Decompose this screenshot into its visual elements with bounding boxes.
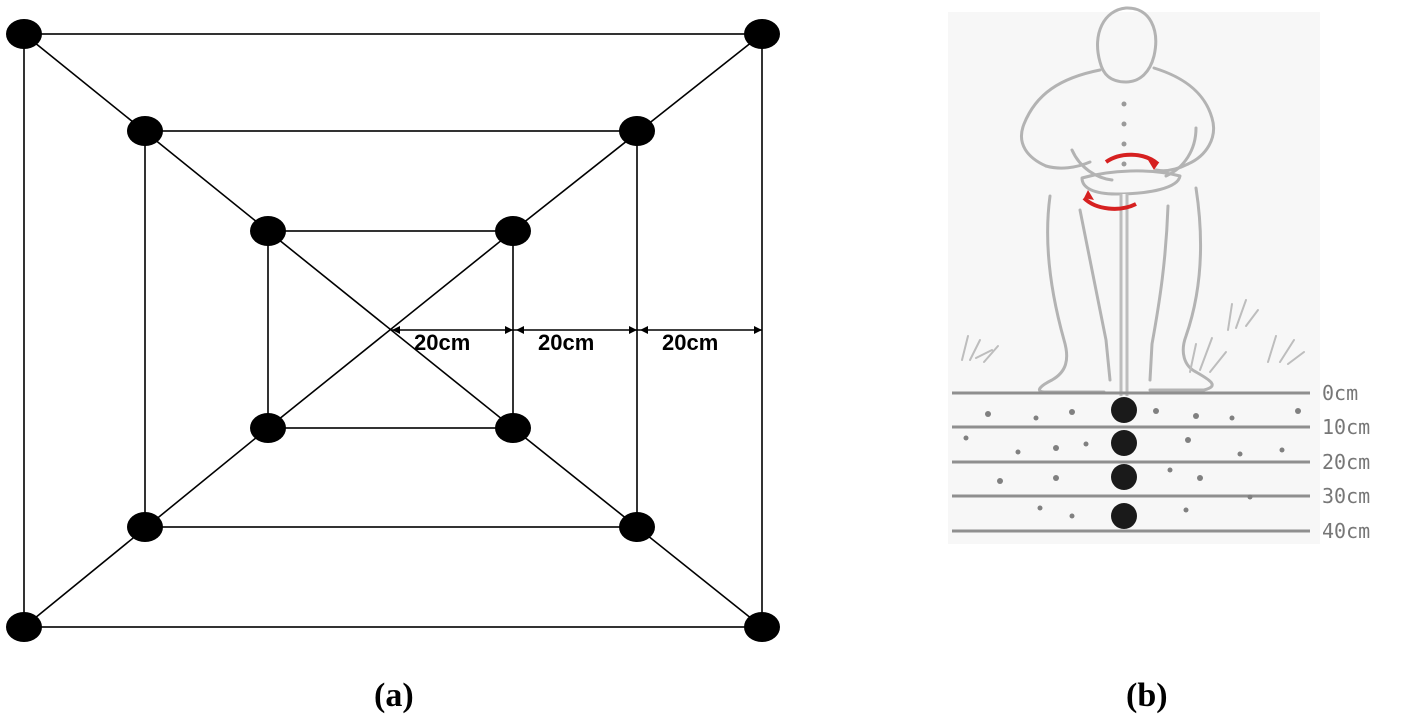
sampling-point — [127, 512, 163, 542]
soil-particles — [963, 408, 1301, 519]
sampling-point — [6, 612, 42, 642]
core-sample-point — [1111, 503, 1137, 529]
panel-a-sampling-layout: 20cm 20cm 20cm (a) — [6, 19, 780, 714]
core-sample-point — [1111, 397, 1137, 423]
panel-b-caption: (b) — [1126, 677, 1168, 714]
depth-label-10cm: 10cm — [1322, 415, 1370, 439]
sampling-point — [619, 116, 655, 146]
sampling-point — [495, 216, 531, 246]
sampling-point — [744, 612, 780, 642]
sampling-points — [6, 19, 780, 642]
sampling-point — [619, 512, 655, 542]
dimension-label-1: 20cm — [414, 330, 470, 355]
sampling-point — [495, 413, 531, 443]
core-sample-point — [1111, 430, 1137, 456]
depth-label-40cm: 40cm — [1322, 519, 1370, 543]
depth-label-30cm: 30cm — [1322, 484, 1370, 508]
middle-square — [144, 130, 638, 528]
depth-label-0cm: 0cm — [1322, 381, 1358, 405]
dimension-label-2: 20cm — [538, 330, 594, 355]
sampling-point — [250, 413, 286, 443]
rotation-arrow-icon — [1082, 152, 1160, 211]
panel-b-background — [948, 12, 1320, 544]
dimension-label-3: 20cm — [662, 330, 718, 355]
sampling-point — [744, 19, 780, 49]
diagonal-main-tr-bl — [267, 230, 514, 429]
sampling-point — [6, 19, 42, 49]
grass-tufts — [961, 299, 1305, 373]
core-sample-point — [1111, 464, 1137, 490]
sampling-point — [250, 216, 286, 246]
sampling-point — [127, 116, 163, 146]
panel-b-soil-auger-illustration: 0cm 10cm 20cm 30cm 40cm (b) — [948, 6, 1370, 714]
depth-label-20cm: 20cm — [1322, 450, 1370, 474]
dimension-arrows — [392, 326, 762, 334]
person-with-auger-sketch — [1020, 6, 1215, 396]
panel-a-caption: (a) — [374, 677, 414, 714]
core-sample-points — [1111, 397, 1137, 529]
